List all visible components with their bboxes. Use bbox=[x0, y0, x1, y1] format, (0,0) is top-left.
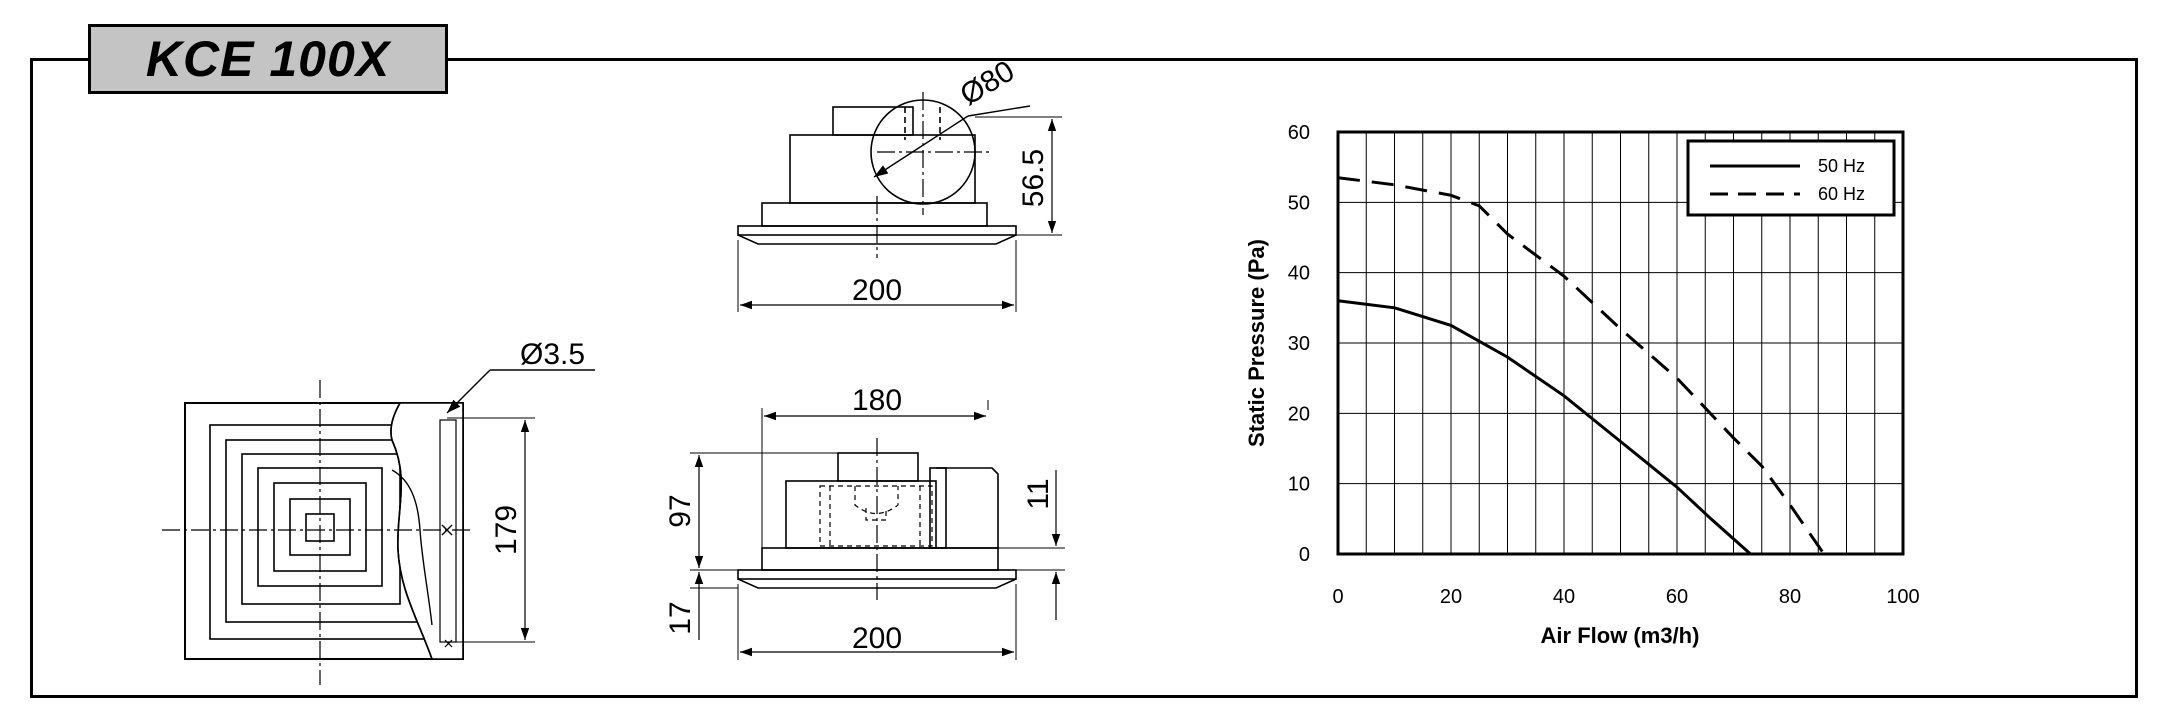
front-view-width-label: 200 bbox=[852, 622, 902, 655]
front-view-drawing bbox=[690, 400, 1065, 660]
drawing-frame bbox=[30, 58, 2138, 698]
y-tick-label: 0 bbox=[1299, 544, 1310, 566]
bottom-view-size-label: 179 bbox=[490, 505, 523, 555]
side-view-drawing bbox=[737, 92, 1062, 312]
x-tick-label: 80 bbox=[1779, 586, 1801, 608]
front-view-height-label: 97 bbox=[664, 494, 697, 527]
y-axis-label: Static Pressure (Pa) bbox=[1244, 239, 1269, 447]
y-tick-label: 30 bbox=[1288, 333, 1310, 355]
chart-legend: 50 Hz 60 Hz bbox=[1686, 139, 1896, 217]
bottom-view-drawing bbox=[162, 369, 595, 685]
legend-label-2: 60 Hz bbox=[1818, 184, 1865, 204]
front-view-side-height-label: 11 bbox=[1022, 478, 1055, 509]
y-tick-label: 50 bbox=[1288, 192, 1310, 214]
y-tick-label: 20 bbox=[1288, 403, 1310, 425]
x-tick-label: 20 bbox=[1440, 586, 1462, 608]
side-view-width-label: 200 bbox=[852, 274, 902, 307]
model-title-box: KCE 100X bbox=[88, 24, 448, 94]
front-view-base-height-label: 17 bbox=[664, 601, 697, 634]
y-tick-labels: 0 10 20 30 40 50 60 bbox=[1288, 122, 1310, 566]
x-tick-label: 60 bbox=[1666, 586, 1688, 608]
x-tick-label: 100 bbox=[1886, 586, 1919, 608]
x-tick-label: 0 bbox=[1332, 586, 1343, 608]
x-tick-labels: 0 20 40 60 80 100 bbox=[1332, 586, 1919, 608]
legend-box bbox=[1686, 139, 1896, 217]
model-title: KCE 100X bbox=[145, 31, 391, 87]
plot-border bbox=[1336, 130, 1905, 556]
side-view-height-label: 56.5 bbox=[1017, 149, 1050, 207]
legend-label-1: 50 Hz bbox=[1818, 156, 1865, 176]
performance-chart: 0 10 20 30 40 50 60 0 20 40 60 80 100 Air Flow (m3/… bbox=[1244, 122, 1920, 648]
y-tick-label: 40 bbox=[1288, 263, 1310, 285]
series-line-1 bbox=[1337, 299, 1752, 556]
y-tick-label: 60 bbox=[1288, 122, 1310, 144]
side-view-diameter-label: Ø80 bbox=[955, 55, 1021, 112]
x-tick-label: 40 bbox=[1553, 586, 1575, 608]
front-view-top-width-label: 180 bbox=[852, 384, 902, 417]
x-axis-label: Air Flow (m3/h) bbox=[1541, 623, 1700, 648]
series-line-2 bbox=[1337, 176, 1826, 555]
chart-series bbox=[1337, 176, 1826, 556]
y-tick-label: 10 bbox=[1288, 474, 1310, 496]
bottom-view-hole-label: Ø3.5 bbox=[520, 338, 585, 371]
